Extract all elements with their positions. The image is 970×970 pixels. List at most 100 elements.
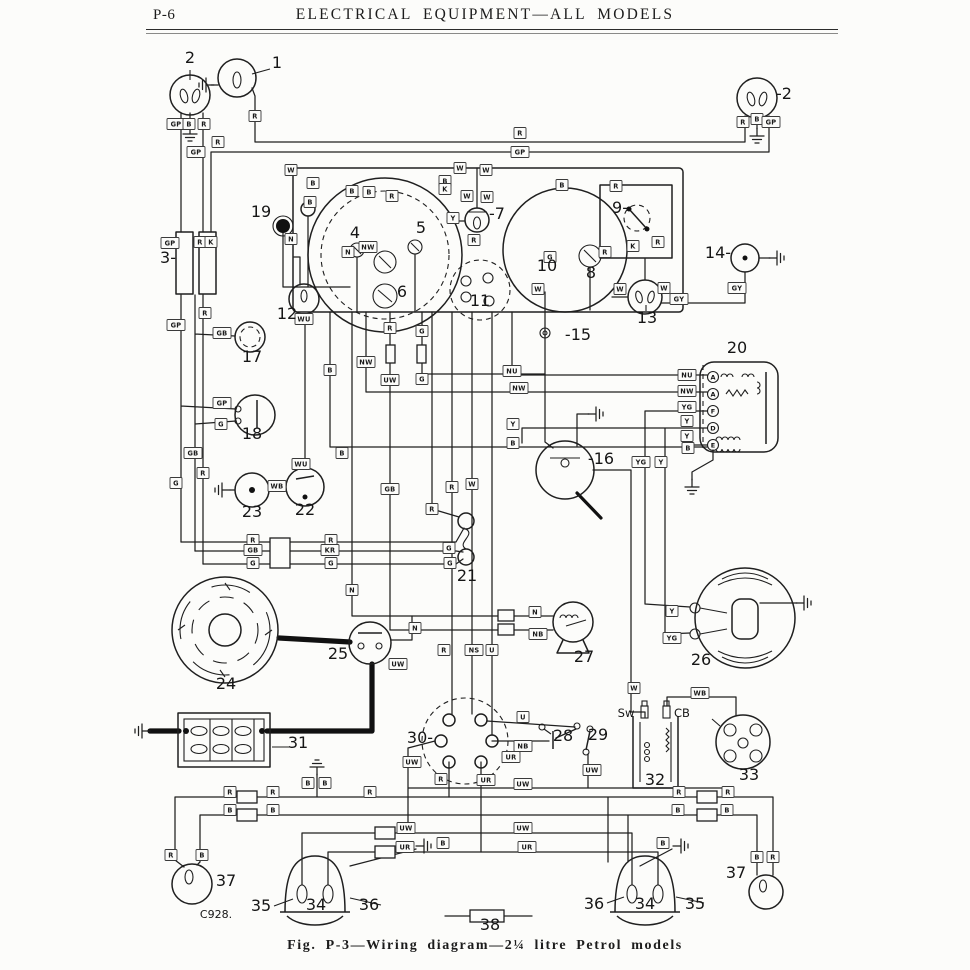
wire-label: GP bbox=[166, 319, 186, 331]
svg-text:UW: UW bbox=[399, 824, 413, 832]
svg-text:N: N bbox=[349, 586, 355, 594]
switch-29 bbox=[573, 722, 594, 756]
battery-31 bbox=[177, 712, 271, 768]
svg-text:G: G bbox=[173, 479, 179, 487]
wire-label: W bbox=[531, 283, 545, 295]
svg-text:NW: NW bbox=[359, 358, 373, 366]
svg-text:NU: NU bbox=[506, 367, 517, 375]
component-number: 36 bbox=[584, 894, 604, 913]
svg-text:GP: GP bbox=[766, 118, 777, 126]
svg-text:B: B bbox=[349, 187, 354, 195]
wire-label: KR bbox=[320, 544, 340, 556]
svg-text:WU: WU bbox=[294, 460, 307, 468]
svg-text:W: W bbox=[468, 480, 476, 488]
svg-text:B: B bbox=[322, 779, 327, 787]
svg-text:B: B bbox=[754, 115, 759, 123]
svg-text:Y: Y bbox=[668, 607, 674, 615]
wire-label: B bbox=[720, 804, 734, 816]
svg-text:GB: GB bbox=[247, 546, 258, 554]
svg-text:W: W bbox=[534, 285, 542, 293]
svg-text:B: B bbox=[270, 806, 275, 814]
svg-text:W: W bbox=[456, 164, 464, 172]
component-number: 32 bbox=[645, 770, 665, 789]
component-number: 8 bbox=[586, 263, 596, 282]
svg-text:R: R bbox=[655, 238, 660, 246]
wire-label: G bbox=[415, 325, 429, 337]
lighting-switch-30 bbox=[421, 697, 509, 785]
wire-label: GY bbox=[727, 282, 747, 294]
component-number: 27 bbox=[574, 647, 594, 666]
svg-text:N: N bbox=[532, 608, 538, 616]
svg-text:U: U bbox=[489, 646, 495, 654]
svg-text:B: B bbox=[724, 806, 729, 814]
wire-label: R bbox=[324, 534, 338, 546]
wire-label: GB bbox=[380, 483, 400, 495]
panel-lamp-13 bbox=[627, 279, 663, 315]
svg-text:UW: UW bbox=[391, 660, 405, 668]
svg-text:NW: NW bbox=[361, 243, 375, 251]
wire-label: R bbox=[193, 236, 207, 248]
svg-text:UR: UR bbox=[480, 776, 491, 784]
component-number: 19 bbox=[251, 202, 271, 221]
wires-bundle bbox=[180, 311, 465, 565]
svg-text:Y: Y bbox=[449, 214, 455, 222]
wire-label: W bbox=[657, 282, 671, 294]
wire-label: GP bbox=[186, 146, 206, 158]
svg-text:R: R bbox=[429, 505, 434, 513]
wire-label: GP bbox=[761, 116, 781, 128]
svg-text:R: R bbox=[676, 788, 681, 796]
side-lamp-right-37 bbox=[748, 874, 784, 910]
wire-label: G bbox=[415, 373, 429, 385]
svg-text:B: B bbox=[660, 839, 665, 847]
wire-label: R bbox=[164, 849, 178, 861]
svg-text:R: R bbox=[602, 248, 607, 256]
svg-text:Y: Y bbox=[509, 420, 515, 428]
header-rule bbox=[146, 29, 838, 34]
fuse-unit bbox=[175, 231, 217, 295]
component-number: 37 bbox=[726, 863, 746, 882]
component-number: 10 bbox=[537, 256, 557, 275]
wire-label: G bbox=[442, 542, 456, 554]
svg-text:GP: GP bbox=[171, 321, 182, 329]
svg-text:R: R bbox=[168, 851, 173, 859]
component-number: 23 bbox=[242, 502, 262, 521]
svg-text:N: N bbox=[412, 624, 418, 632]
svg-text:NS: NS bbox=[469, 646, 480, 654]
wire-label: R bbox=[437, 644, 451, 656]
svg-text:B: B bbox=[310, 179, 315, 187]
component-number: 11 bbox=[470, 291, 490, 310]
svg-text:W: W bbox=[287, 166, 295, 174]
svg-text:B: B bbox=[227, 806, 232, 814]
component-number: -15 bbox=[565, 325, 591, 344]
svg-text:R: R bbox=[517, 129, 522, 137]
wire-label: UR bbox=[395, 841, 415, 853]
wire-label: B bbox=[345, 185, 359, 197]
tail-lamp-right bbox=[736, 77, 778, 119]
wire-label: R bbox=[766, 851, 780, 863]
wire-label: B bbox=[656, 837, 670, 849]
svg-text:GB: GB bbox=[384, 485, 395, 493]
svg-text:GB: GB bbox=[216, 329, 227, 337]
svg-text:G: G bbox=[547, 253, 553, 261]
wire-label: B bbox=[671, 804, 685, 816]
svg-text:GY: GY bbox=[732, 284, 743, 292]
wire-label: N bbox=[345, 584, 359, 596]
svg-text:R: R bbox=[250, 536, 255, 544]
terminal-letter: F bbox=[711, 407, 715, 415]
svg-text:R: R bbox=[387, 324, 392, 332]
svg-text:W: W bbox=[482, 166, 490, 174]
connector-19 bbox=[272, 201, 316, 237]
wire-label: GP bbox=[160, 237, 180, 249]
component-number: 24 bbox=[216, 674, 236, 693]
wire-label: G bbox=[169, 477, 183, 489]
component-number: 31 bbox=[288, 733, 308, 752]
component-number: 26 bbox=[691, 650, 711, 669]
side-lamp-left-37 bbox=[171, 863, 213, 905]
svg-text:YG: YG bbox=[635, 458, 647, 466]
svg-text:R: R bbox=[471, 236, 476, 244]
wire-label: R bbox=[609, 180, 623, 192]
svg-text:B: B bbox=[305, 779, 310, 787]
